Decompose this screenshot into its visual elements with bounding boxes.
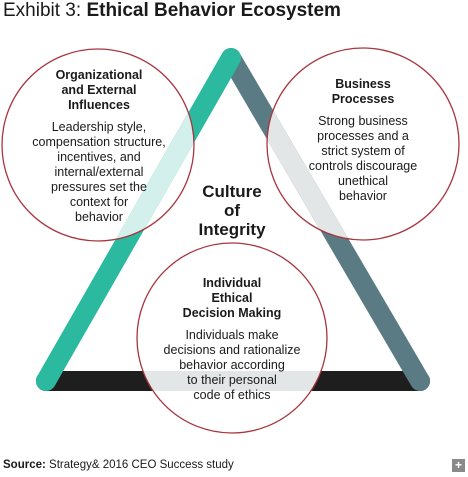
org-heading: Organizational and External Influences: [13, 68, 185, 113]
business-body: Strong business processes and a strict s…: [290, 114, 436, 204]
org-body-line: behavior: [75, 210, 123, 224]
center-label: Culture of Integrity: [182, 182, 282, 239]
business-body-line: Strong business: [318, 114, 408, 128]
business-body-line: behavior: [339, 189, 387, 203]
individual-heading-line: Ethical: [211, 291, 253, 305]
business-heading-line: Processes: [331, 92, 395, 106]
source-note: Source: Strategy& 2016 CEO Success study: [3, 459, 234, 471]
circle-business: [266, 47, 460, 241]
individual-body-line: to their personal: [187, 373, 277, 387]
center-label-line: Culture: [202, 182, 262, 201]
org-body-line: Leadership style,: [51, 120, 147, 134]
org-text: Organizational and External Influences L…: [13, 68, 185, 225]
individual-body-line: code of ethics: [193, 388, 271, 402]
org-body-line: compensation structure,: [32, 135, 166, 149]
business-heading: Business Processes: [290, 77, 436, 107]
org-heading-line: and External: [61, 83, 137, 97]
center-label-line: of: [223, 201, 241, 220]
source-text: Strategy& 2016 CEO Success study: [45, 459, 234, 471]
individual-body-line: behavior according: [179, 358, 285, 372]
business-text: Business Processes Strong business proce…: [290, 77, 436, 204]
circle-individual: [136, 242, 328, 434]
business-body-line: unethical: [337, 174, 389, 188]
exhibit-title: Exhibit 3: Ethical Behavior Ecosystem: [3, 0, 341, 22]
title-main: Ethical Behavior Ecosystem: [86, 0, 341, 21]
right-edge-overlap: [267, 52, 429, 240]
business-heading-line: Business: [335, 77, 391, 91]
circle-organizational: [1, 48, 195, 242]
individual-body-line: Individuals make: [185, 328, 279, 342]
business-body-line: controls discourage: [308, 159, 418, 173]
org-body: Leadership style, compensation structure…: [13, 120, 185, 225]
center-label-line: Integrity: [198, 220, 266, 239]
individual-text: Individual Ethical Decision Making Indiv…: [148, 276, 316, 403]
title-prefix: Exhibit 3:: [3, 0, 87, 21]
org-body-line: internal/external: [54, 165, 144, 179]
left-edge-overlap: [37, 53, 194, 241]
individual-heading-line: Individual: [202, 276, 262, 290]
individual-body: Individuals make decisions and rationali…: [148, 328, 316, 403]
business-body-line: strict system of: [321, 144, 405, 158]
business-body-line: processes and a: [317, 129, 409, 143]
source-label: Source:: [3, 459, 46, 471]
individual-heading-line: Decision Making: [182, 306, 282, 320]
expand-plus-icon[interactable]: +: [452, 459, 465, 472]
individual-heading: Individual Ethical Decision Making: [148, 276, 316, 321]
org-body-line: pressures set the: [51, 180, 147, 194]
org-heading-line: Influences: [68, 98, 130, 112]
individual-body-line: decisions and rationalize: [163, 343, 301, 357]
org-body-line: incentives, and: [57, 150, 141, 164]
org-heading-line: Organizational: [55, 68, 143, 82]
org-body-line: context for: [69, 195, 129, 209]
